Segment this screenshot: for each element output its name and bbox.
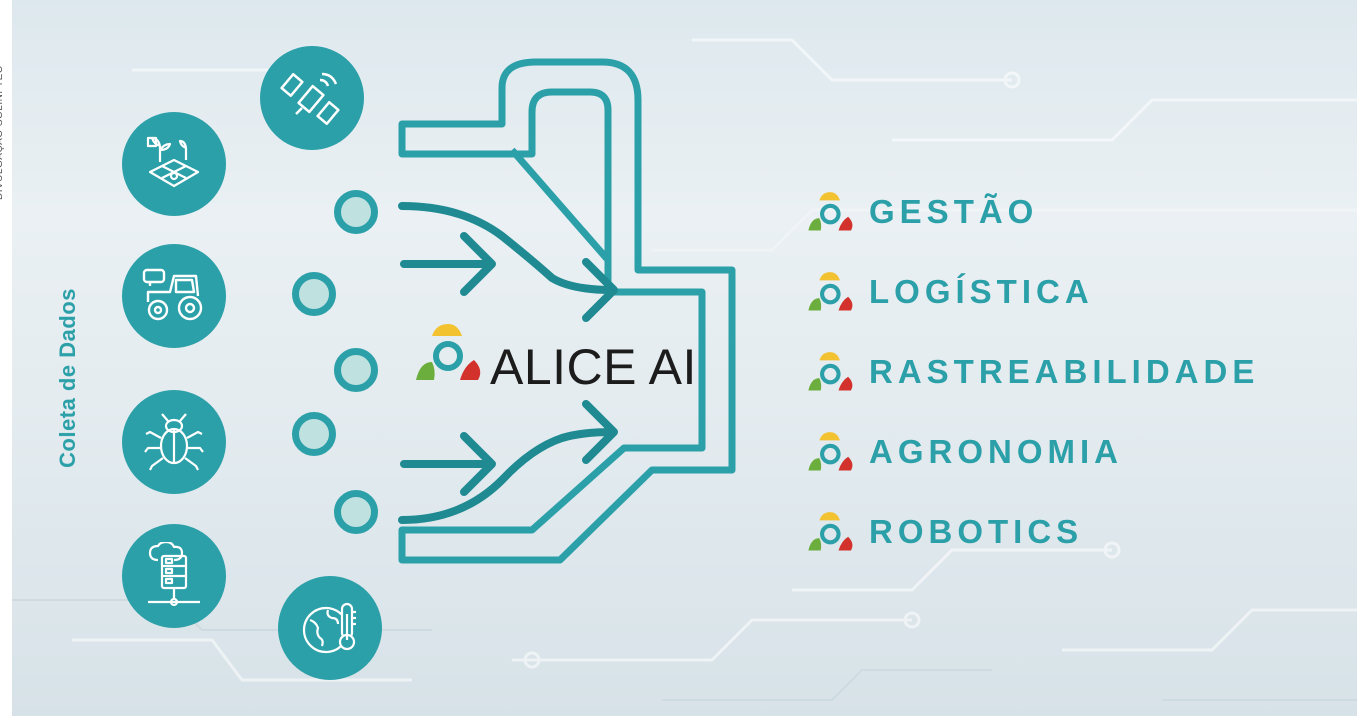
output-item-rastreabilidade: RASTREABILIDADE bbox=[807, 348, 1259, 396]
connector-dot bbox=[292, 412, 336, 456]
satellite-icon-circle bbox=[260, 46, 364, 150]
photo-credit: DIVULGAÇÃO SOLINFTEC bbox=[0, 65, 5, 200]
funnel-outline bbox=[398, 58, 736, 564]
insect-icon bbox=[144, 413, 204, 471]
field-sensor-icon bbox=[146, 136, 200, 188]
output-label: LOGÍSTICA bbox=[869, 273, 1094, 310]
cloud-server-icon bbox=[148, 542, 200, 607]
globe-thermometer-icon-circle bbox=[278, 576, 382, 680]
output-label: AGRONOMIA bbox=[869, 433, 1123, 470]
output-item-logistica: LOGÍSTICA bbox=[807, 268, 1094, 316]
alice-logo-icon bbox=[808, 512, 853, 551]
tractor-icon bbox=[142, 268, 203, 321]
tractor-icon-circle bbox=[122, 244, 226, 348]
connector-dot bbox=[334, 490, 378, 534]
output-item-robotics: ROBOTICS bbox=[807, 508, 1083, 556]
funnel-diagram bbox=[398, 58, 736, 564]
alice-logo-icon bbox=[808, 272, 853, 311]
output-item-agronomia: AGRONOMIA bbox=[807, 428, 1123, 476]
connector-dot bbox=[334, 190, 378, 234]
cloud-server-icon-circle bbox=[122, 524, 226, 628]
insect-icon-circle bbox=[122, 390, 226, 494]
connector-dot bbox=[292, 272, 336, 316]
satellite-icon bbox=[280, 72, 340, 126]
infographic: Coleta de Dados bbox=[12, 0, 1357, 716]
output-item-gestao: GESTÃO bbox=[807, 188, 1038, 236]
connector-dot bbox=[334, 348, 378, 392]
alice-logo-icon bbox=[808, 192, 853, 231]
globe-thermometer-icon bbox=[302, 602, 356, 654]
center-title: ALICE AI bbox=[490, 339, 697, 395]
field-sensor-icon-circle bbox=[122, 112, 226, 216]
alice-logo-icon bbox=[416, 324, 481, 380]
alice-logo-icon bbox=[808, 432, 853, 471]
arrows bbox=[398, 202, 618, 524]
output-label: GESTÃO bbox=[869, 193, 1039, 230]
output-label: RASTREABILIDADE bbox=[869, 353, 1260, 390]
output-label: ROBOTICS bbox=[869, 513, 1084, 550]
alice-logo-icon bbox=[808, 352, 853, 391]
